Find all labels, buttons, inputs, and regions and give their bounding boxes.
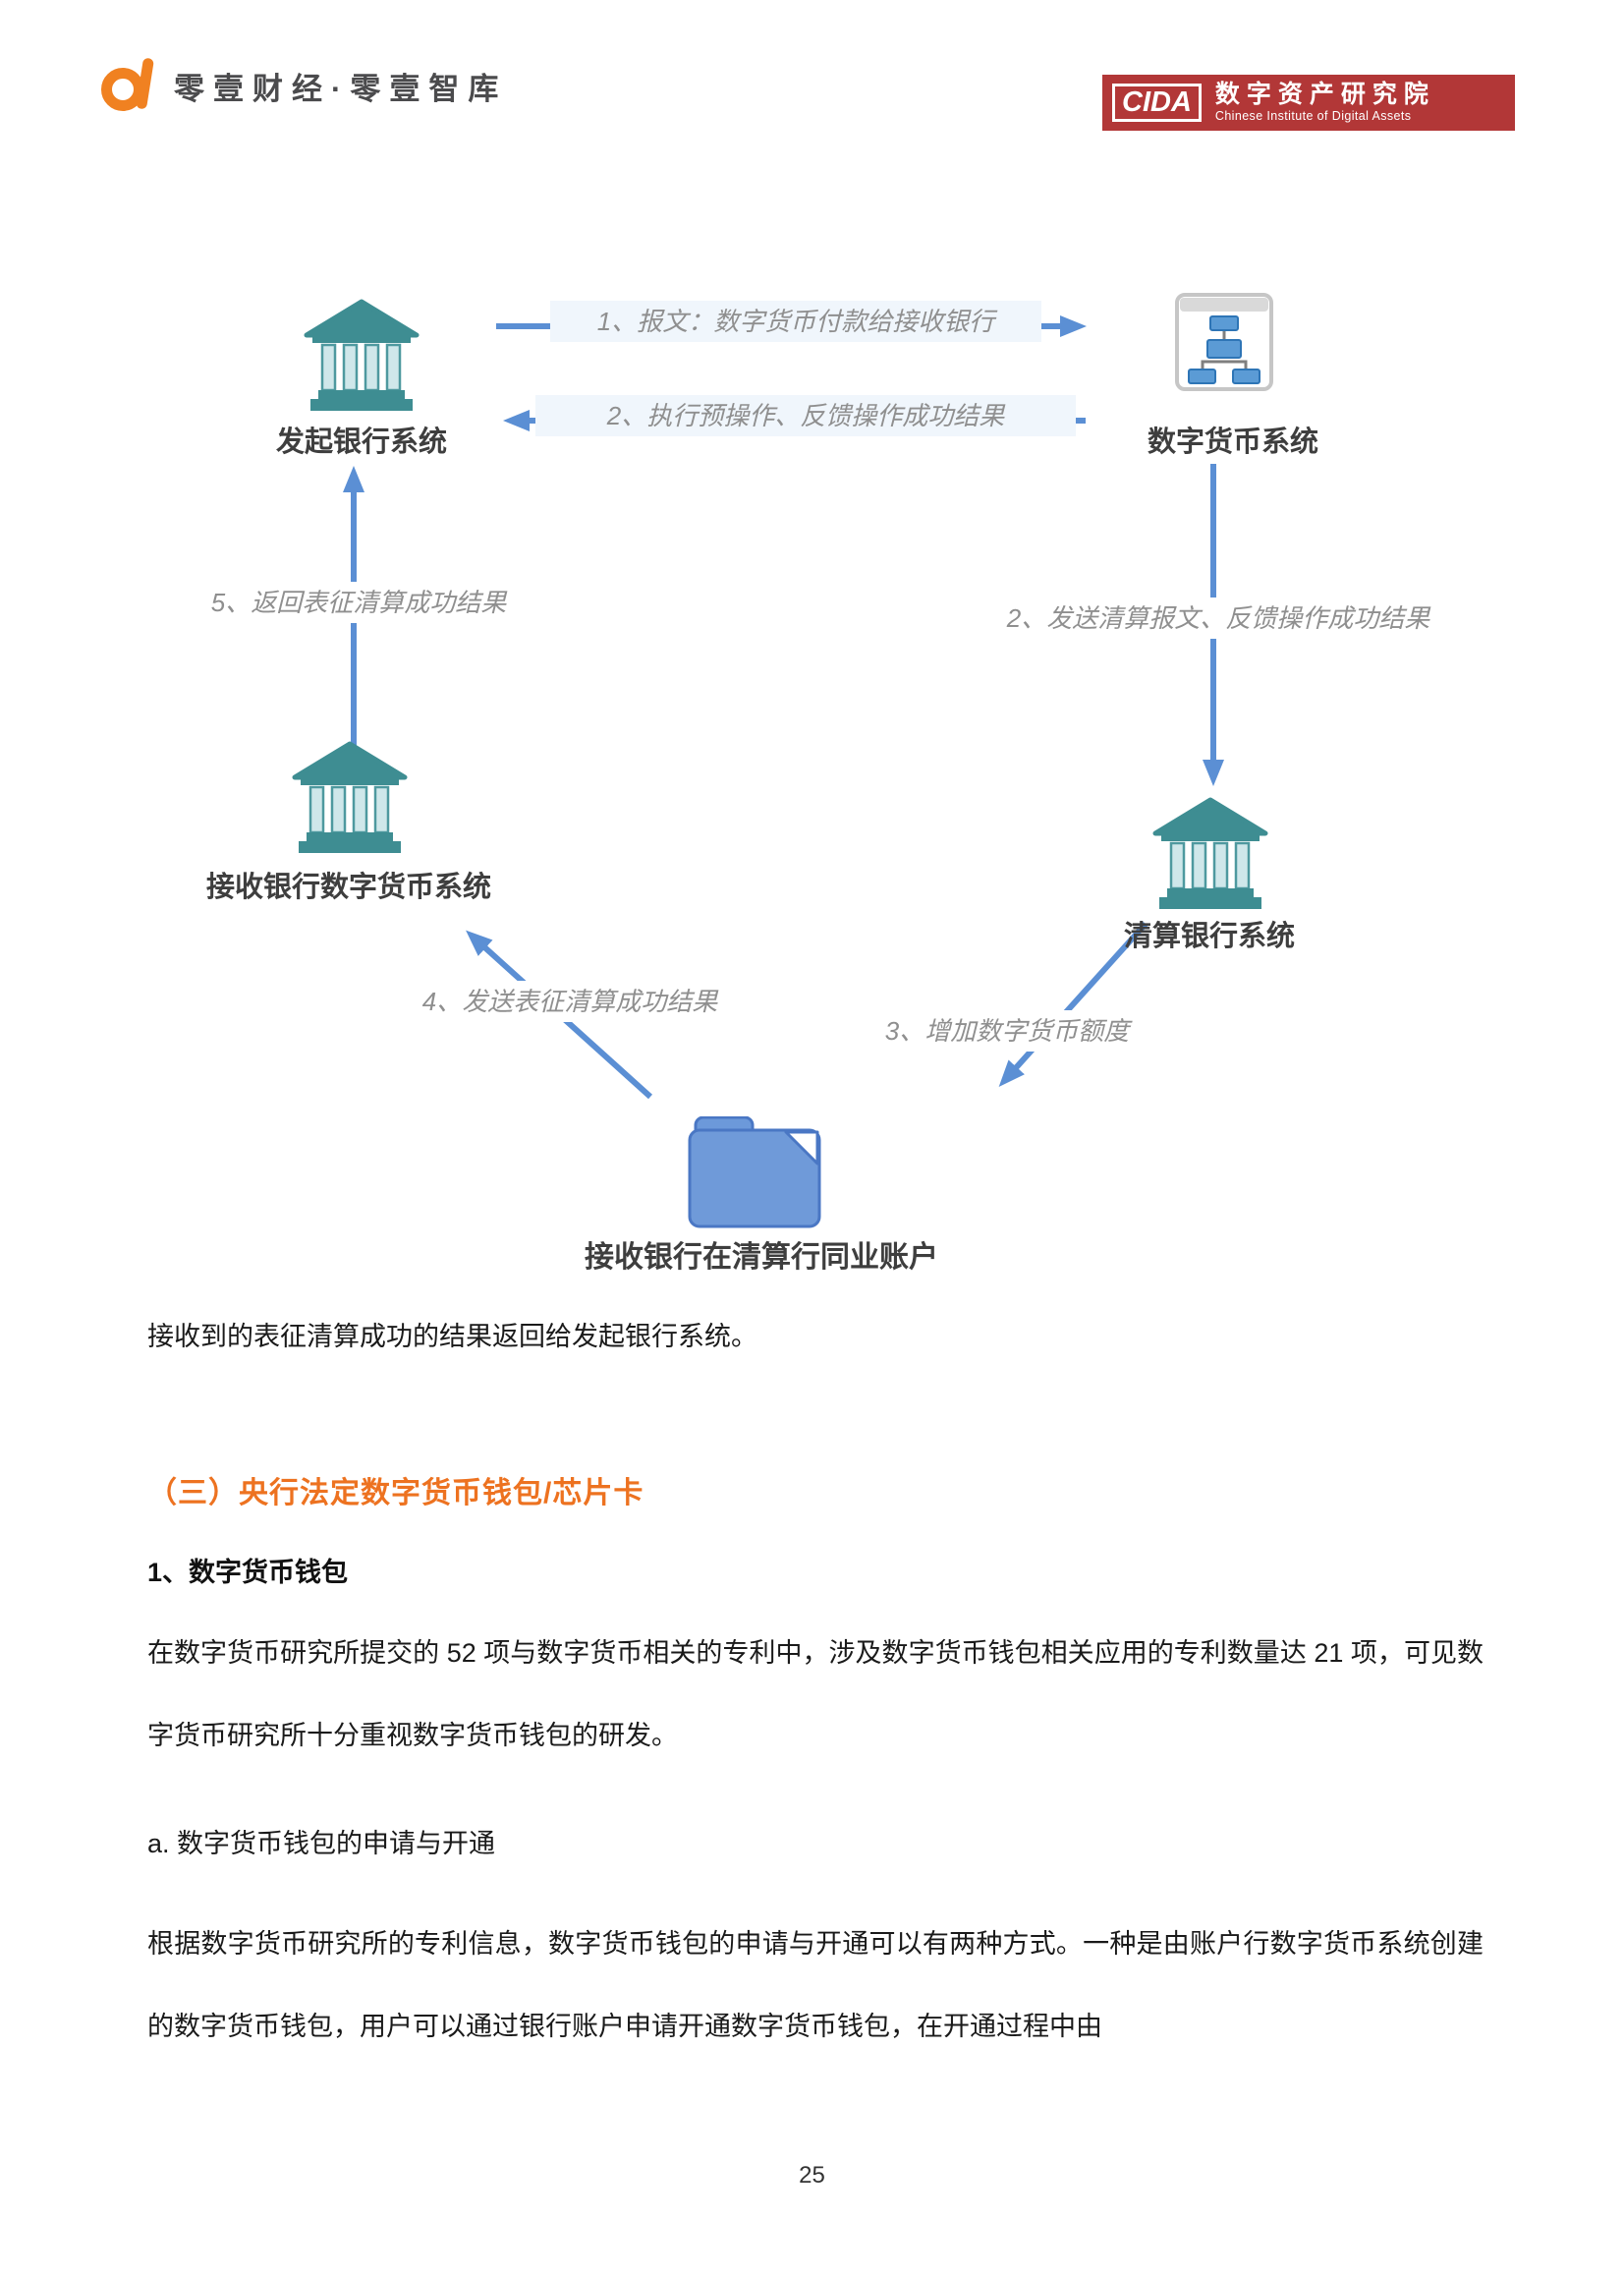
node-label-interbank-account: 接收银行在清算行同业账户 bbox=[585, 1241, 938, 1274]
bank-icon-clearing bbox=[1152, 797, 1268, 909]
arrow-label-step5: 5、返回表征清算成功结果 bbox=[147, 582, 570, 623]
node-label-receiving-bank-dcs: 接收银行数字货币系统 bbox=[205, 872, 491, 903]
node-label-digital-currency-system: 数字货币系统 bbox=[1147, 427, 1318, 458]
window-orgchart-icon bbox=[1175, 293, 1273, 391]
cida-name-cn: 数字资产研究院 bbox=[1214, 81, 1435, 109]
arrow-step3-line bbox=[998, 921, 1148, 1087]
arrow-label-step1: 1、报文：数字货币付款给接收银行 bbox=[550, 301, 1041, 342]
cida-logo: CIDA 数字资产研究院 Chinese Institute of Digita… bbox=[1102, 75, 1515, 131]
header-brand-left: 零壹财经·零壹智库 bbox=[101, 55, 507, 116]
arrow-label-step2-clearing: 2、发送清算报文、反馈操作成功结果 bbox=[928, 597, 1508, 639]
node-label-clearing-bank: 清算银行系统 bbox=[1123, 921, 1295, 952]
arrow-label-step2-feedback: 2、执行预操作、反馈操作成功结果 bbox=[535, 395, 1076, 436]
alpha-stem bbox=[136, 57, 154, 110]
section-heading: （三）央行法定数字货币钱包/芯片卡 bbox=[147, 1477, 644, 1509]
cida-texts: 数字资产研究院 Chinese Institute of Digital Ass… bbox=[1215, 82, 1435, 124]
arrow-label-step4: 4、发送表征清算成功结果 bbox=[368, 981, 771, 1022]
lingyi-alpha-logo-icon bbox=[101, 57, 156, 113]
cida-acronym: CIDA bbox=[1112, 83, 1202, 123]
paragraph-wallet-open: 根据数字货币研究所的专利信息，数字货币钱包的申请与开通可以有两种方式。一种是由账… bbox=[147, 1929, 1484, 2041]
bank-icon-originating bbox=[304, 299, 420, 411]
brand-name: 零壹财经·零壹智库 bbox=[174, 71, 508, 106]
clearing-flow-diagram: 1、报文：数字货币付款给接收银行 2、执行预操作、反馈操作成功结果 5、返回表征… bbox=[0, 177, 1624, 1307]
paragraph-clearing-result: 接收到的表征清算成功的结果返回给发起银行系统。 bbox=[147, 1322, 757, 1351]
sub-heading-wallet: 1、数字货币钱包 bbox=[147, 1558, 349, 1587]
node-label-originating-bank: 发起银行系统 bbox=[275, 427, 447, 458]
bank-icon-receiving bbox=[292, 741, 408, 853]
folder-icon bbox=[688, 1116, 821, 1228]
paragraph-patent-count: 在数字货币研究所提交的 52 项与数字货币相关的专利中，涉及数字货币钱包相关应用… bbox=[147, 1638, 1484, 1750]
arrow-label-step3: 3、增加数字货币额度 bbox=[835, 1010, 1179, 1052]
page-number: 25 bbox=[799, 2162, 825, 2189]
item-a-heading: a. 数字货币钱包的申请与开通 bbox=[147, 1829, 496, 1858]
cida-name-en: Chinese Institute of Digital Assets bbox=[1214, 108, 1412, 123]
